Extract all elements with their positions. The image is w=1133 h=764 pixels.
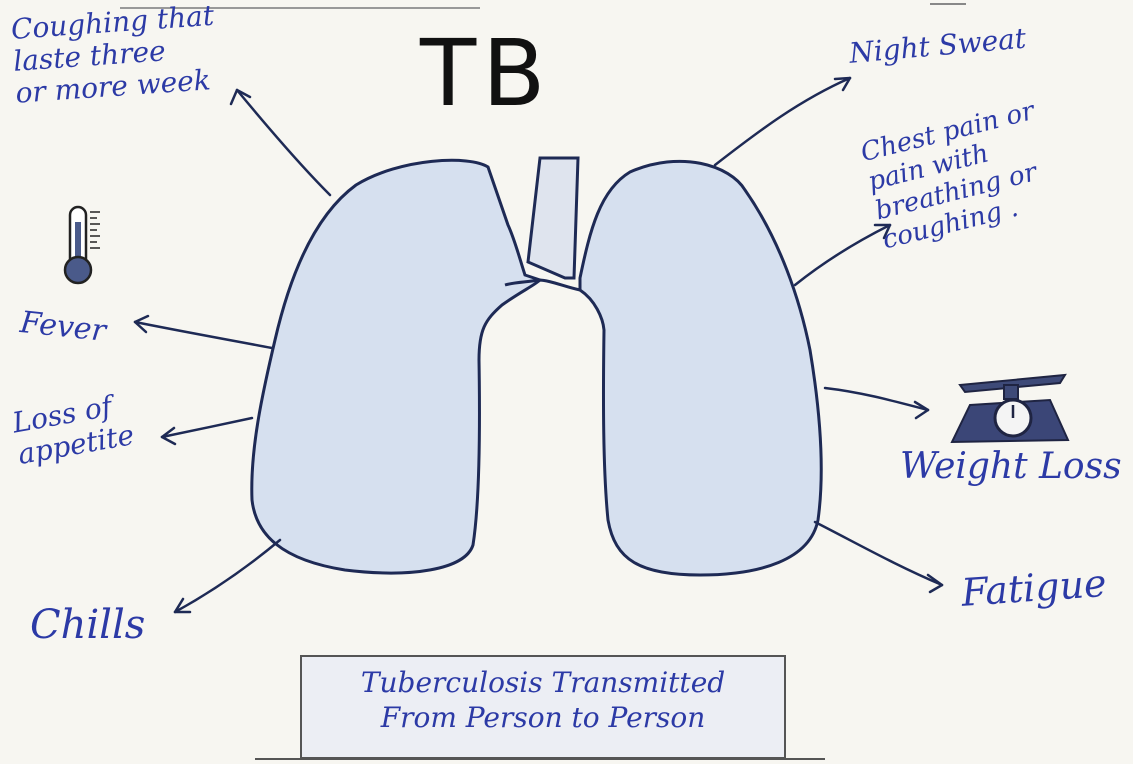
trachea xyxy=(528,158,578,278)
lungs xyxy=(252,158,821,575)
caption-base-line xyxy=(255,758,825,760)
caption-box: Tuberculosis Transmitted From Person to … xyxy=(300,655,786,759)
label-coughing: Coughing that laste three or more week xyxy=(10,0,220,110)
arrow-chest-pain xyxy=(795,225,890,285)
label-weight-loss: Weight Loss xyxy=(900,446,1122,487)
weighing-scale-icon xyxy=(952,375,1068,442)
thermometer-icon xyxy=(65,207,100,283)
arrow-night-sweat xyxy=(715,78,850,165)
caption-text: Tuberculosis Transmitted From Person to … xyxy=(302,665,784,735)
right-lung xyxy=(580,161,821,575)
arrow-fever xyxy=(135,316,272,348)
arrow-chills xyxy=(175,540,280,612)
label-chills: Chills xyxy=(30,602,145,648)
diagram-title: TB xyxy=(420,28,551,120)
arrow-weight-loss xyxy=(825,388,928,418)
left-lung xyxy=(252,160,540,573)
arrow-fatigue xyxy=(815,522,942,592)
arrow-appetite xyxy=(162,418,252,444)
arrow-coughing xyxy=(231,90,330,195)
